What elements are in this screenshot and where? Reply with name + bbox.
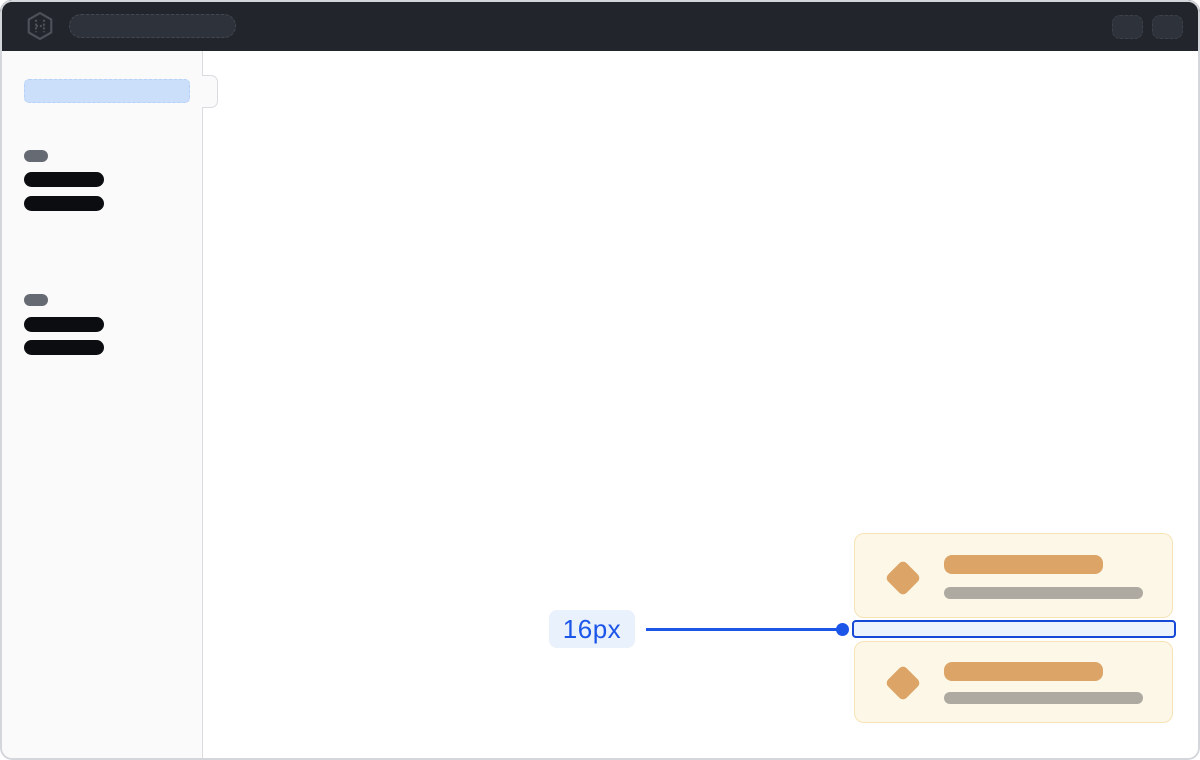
hashicorp-logo-icon bbox=[27, 12, 53, 41]
sidebar bbox=[0, 51, 203, 760]
card-text-placeholder bbox=[944, 587, 1143, 599]
sidebar-item-placeholder[interactable] bbox=[24, 340, 104, 355]
diamond-alert-icon bbox=[884, 664, 922, 702]
sidebar-active-item-placeholder[interactable] bbox=[24, 79, 190, 103]
sidebar-section-label-placeholder bbox=[24, 294, 48, 306]
measure-line bbox=[646, 628, 838, 631]
alert-card bbox=[854, 533, 1173, 618]
card-title-placeholder bbox=[944, 555, 1103, 574]
search-placeholder[interactable] bbox=[69, 14, 236, 38]
sidebar-item-placeholder[interactable] bbox=[24, 172, 104, 187]
alert-card bbox=[854, 641, 1173, 723]
sidebar-item-placeholder[interactable] bbox=[24, 196, 104, 211]
nav-action-placeholder-2[interactable] bbox=[1152, 15, 1183, 39]
card-text-placeholder bbox=[944, 692, 1143, 704]
sidebar-item-placeholder[interactable] bbox=[24, 317, 104, 332]
spacing-value-label: 16px bbox=[549, 610, 635, 648]
measure-dot bbox=[836, 623, 849, 636]
diamond-alert-icon bbox=[884, 559, 922, 597]
card-title-placeholder bbox=[944, 662, 1103, 681]
sidebar-section-label-placeholder bbox=[24, 150, 48, 162]
nav-action-placeholder-1[interactable] bbox=[1112, 15, 1143, 39]
spacing-highlight bbox=[852, 620, 1176, 638]
sidebar-collapse-handle[interactable] bbox=[202, 75, 218, 108]
top-nav-bar bbox=[0, 0, 1200, 51]
